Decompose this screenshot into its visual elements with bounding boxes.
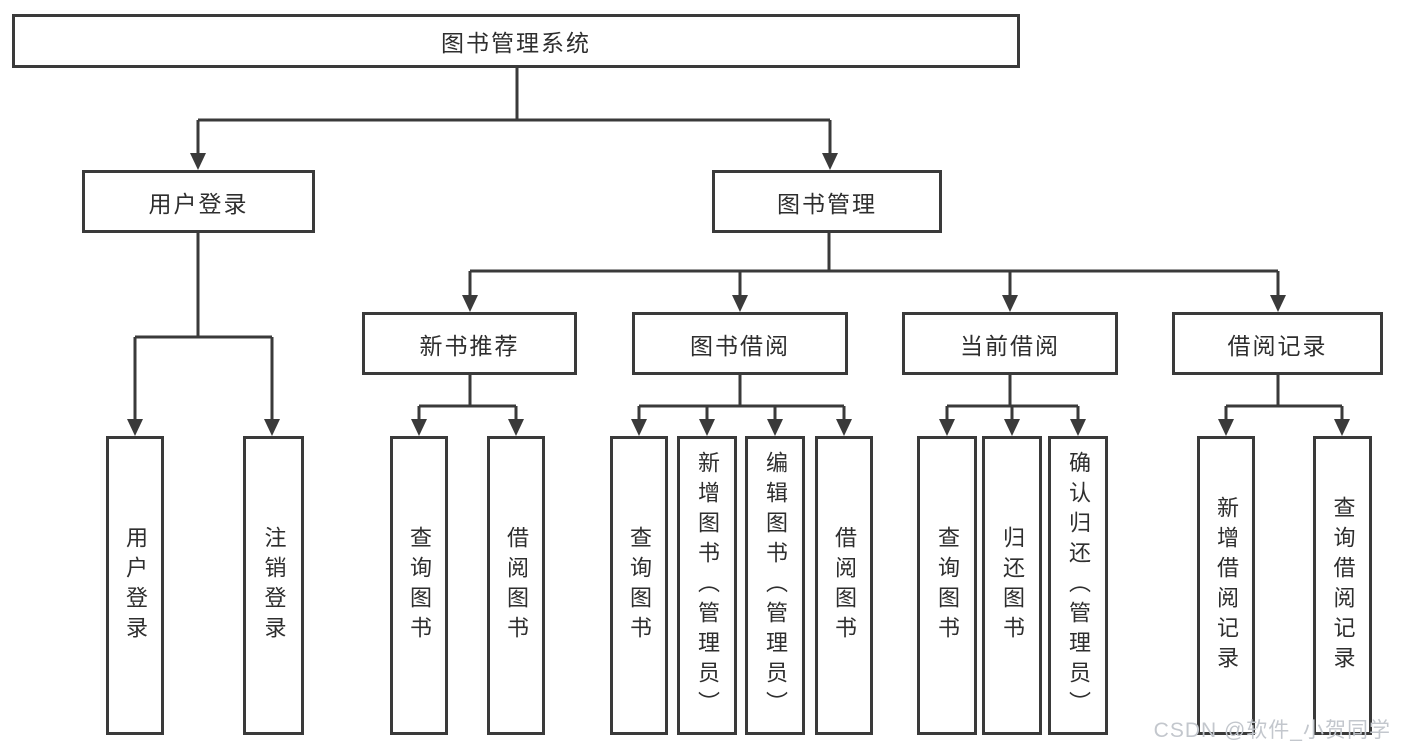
node-leaf-borrow-books-rec: 借阅图书	[487, 436, 545, 735]
node-current-borrowing: 当前借阅	[902, 312, 1118, 375]
node-label: 确认归还（管理员）	[1066, 450, 1091, 721]
node-label: 查询借阅记录	[1330, 495, 1356, 676]
node-leaf-user-login: 用户登录	[106, 436, 164, 735]
node-book-borrowing: 图书借阅	[632, 312, 848, 375]
node-label: 归还图书	[1000, 525, 1025, 646]
node-label: 查询图书	[627, 525, 652, 646]
node-leaf-return-books: 归还图书	[982, 436, 1042, 735]
node-leaf-add-borrow-record: 新增借阅记录	[1197, 436, 1255, 735]
node-leaf-edit-books-admin: 编辑图书（管理员）	[745, 436, 805, 735]
node-book-management: 图书管理	[712, 170, 942, 233]
node-label: 当前借阅	[960, 332, 1060, 359]
node-label: 借阅记录	[1227, 332, 1328, 359]
node-label: 用户登录	[123, 525, 148, 646]
node-leaf-query-books-bb: 查询图书	[610, 436, 668, 735]
node-label: 新增图书（管理员）	[695, 450, 720, 721]
node-label: 借阅图书	[504, 525, 529, 646]
node-label: 查询图书	[935, 525, 960, 646]
node-label: 图书借阅	[690, 332, 790, 359]
node-label: 新书推荐	[419, 332, 520, 359]
node-borrow-records: 借阅记录	[1172, 312, 1383, 375]
node-root-system: 图书管理系统	[12, 14, 1020, 68]
node-leaf-query-books-rec: 查询图书	[390, 436, 448, 735]
csdn-watermark: CSDN @软件_小贺同学	[1153, 719, 1391, 742]
node-label: 图书管理系统	[441, 30, 591, 56]
node-label: 注销登录	[261, 525, 287, 646]
node-leaf-borrow-books-bb: 借阅图书	[815, 436, 873, 735]
node-new-book-recommend: 新书推荐	[362, 312, 577, 375]
node-leaf-logout: 注销登录	[243, 436, 304, 735]
node-label: 编辑图书（管理员）	[763, 450, 788, 721]
node-label: 图书管理	[777, 190, 877, 217]
node-leaf-query-books-cb: 查询图书	[917, 436, 977, 735]
node-label: 借阅图书	[832, 525, 857, 646]
node-leaf-query-borrow-record: 查询借阅记录	[1313, 436, 1372, 735]
node-leaf-confirm-return-admin: 确认归还（管理员）	[1048, 436, 1108, 735]
node-user-login: 用户登录	[82, 170, 315, 233]
node-label: 新增借阅记录	[1214, 495, 1239, 676]
node-leaf-add-books-admin: 新增图书（管理员）	[677, 436, 737, 735]
node-label: 用户登录	[148, 190, 249, 217]
node-label: 查询图书	[407, 525, 432, 646]
